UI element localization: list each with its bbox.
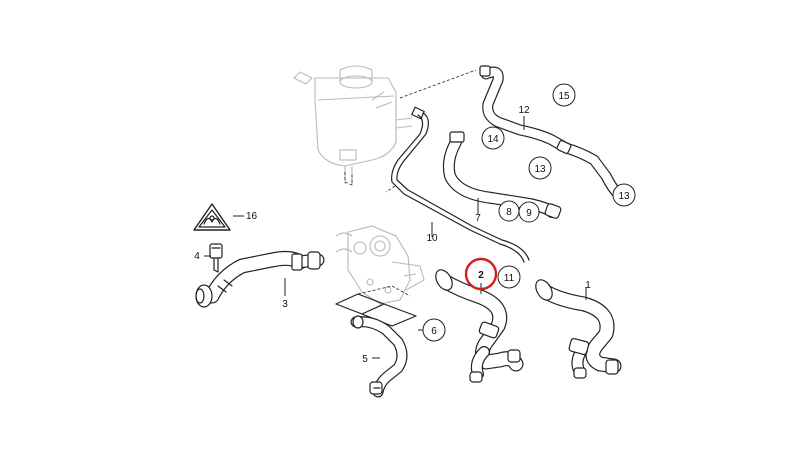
hose-3 — [195, 250, 325, 308]
callout-6: 6 — [431, 326, 437, 337]
callout-10: 10 — [426, 233, 438, 244]
sensor-4 — [209, 243, 223, 273]
hose-1 — [535, 279, 622, 379]
callout-5: 5 — [362, 354, 368, 365]
hose-12 — [399, 65, 624, 200]
callout-12: 12 — [518, 105, 530, 116]
callout-11: 11 — [504, 273, 515, 284]
callout-3: 3 — [282, 299, 288, 310]
callout-7: 7 — [475, 213, 481, 224]
warning-label-16 — [193, 203, 231, 231]
hose-2 — [435, 269, 524, 383]
callout-circle-6 — [422, 318, 446, 342]
callout-4: 4 — [194, 251, 200, 262]
water-pump — [335, 225, 425, 305]
expansion-tank — [293, 65, 413, 186]
vent-pipe-10 — [385, 106, 530, 263]
callout-circle-15 — [552, 83, 576, 107]
callout-13b: 13 — [618, 191, 630, 202]
leader-lines — [204, 116, 587, 359]
callout-15: 15 — [558, 91, 570, 102]
highlight-circle-2 — [464, 257, 498, 291]
callout-circle-14 — [481, 126, 505, 150]
callouts: 16 4 3 5 10 7 1 12 15 14 13 13 8 9 11 6 … — [194, 83, 636, 365]
callout-circle-11 — [497, 265, 521, 289]
callout-16: 16 — [246, 211, 258, 222]
callout-13a: 13 — [534, 164, 546, 175]
callout-9: 9 — [526, 208, 532, 219]
callout-1: 1 — [585, 280, 591, 291]
callout-8: 8 — [506, 207, 512, 218]
callout-circle-13a — [528, 156, 552, 180]
hose-7 — [442, 131, 562, 219]
callout-14: 14 — [487, 134, 499, 145]
callout-circle-9 — [518, 201, 540, 223]
callout-circle-13b — [612, 183, 636, 207]
callout-2: 2 — [478, 270, 484, 281]
hose-5 — [350, 315, 408, 398]
